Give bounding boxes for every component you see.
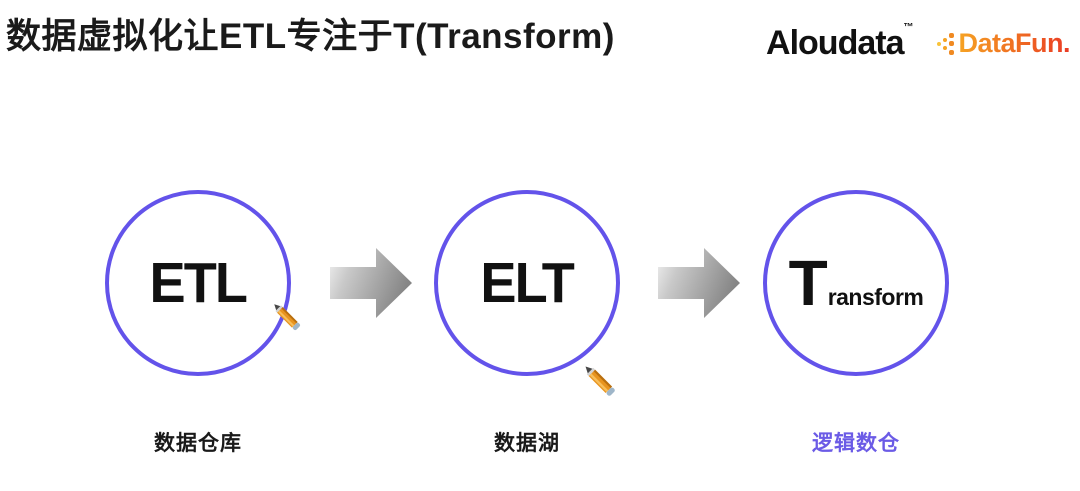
datafun-logo: DataFun. (937, 28, 1070, 59)
stage-caption-data-lake: 数据湖 (494, 432, 560, 455)
stage-circle-etl: ETL (105, 190, 291, 376)
stage-label-etl: ETL (149, 251, 248, 315)
pencil-icon (585, 366, 615, 396)
stage-label-transform-rest: ransform (827, 284, 924, 310)
datafun-dots-icon (937, 29, 955, 59)
datafun-logo-text: DataFun. (958, 28, 1070, 58)
stage-label-transform: Transform (789, 246, 924, 320)
pencil-icon (274, 304, 301, 331)
stage-circle-elt: ELT (434, 190, 620, 376)
arrow-right-icon (330, 248, 412, 318)
logo-bar: Aloudata™ DataFun. (766, 22, 1070, 63)
aloudata-logo-text: Aloudata (766, 24, 904, 62)
stage-circle-transform: Transform (763, 190, 949, 376)
page-title: 数据虚拟化让ETL专注于T(Transform) (6, 17, 615, 56)
stage-caption-logical-warehouse: 逻辑数仓 (812, 432, 900, 455)
stage-label-elt: ELT (480, 251, 575, 315)
stage-label-transform-initial: T (788, 247, 828, 319)
stage-caption-data-warehouse: 数据仓库 (154, 432, 242, 455)
arrow-right-icon (658, 248, 740, 318)
aloudata-logo: Aloudata™ (766, 22, 914, 63)
trademark-symbol: ™ (903, 22, 914, 33)
